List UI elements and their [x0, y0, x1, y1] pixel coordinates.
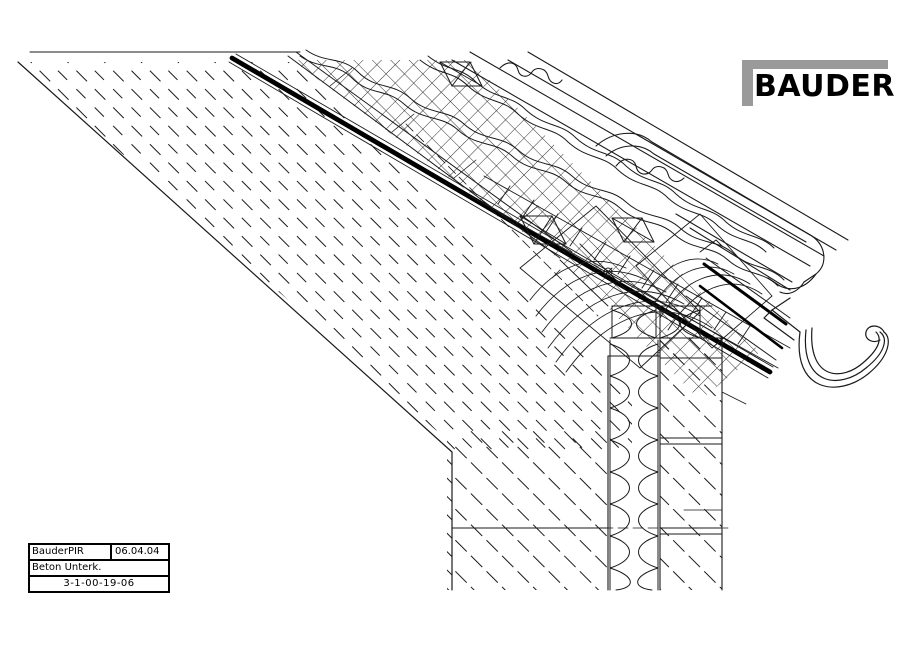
- underlay-membrane: [299, 49, 785, 287]
- half-round-gutter: [763, 297, 889, 388]
- mineral-wool-insulation: [609, 339, 659, 591]
- reference-lines: [405, 123, 729, 529]
- title-block-drawing-number: 3-1-00-19-06: [63, 578, 135, 589]
- eaves-drip-edge: [685, 239, 791, 361]
- tiling-batten-lower: [519, 215, 567, 245]
- logo-bracket-top-bar: [742, 60, 888, 69]
- logo-wordmark: BAUDER: [754, 69, 896, 104]
- masonry-wall: [659, 337, 723, 591]
- title-block-row-product: BauderPIR 06.04.04: [30, 545, 168, 561]
- bauder-logo: BAUDER: [742, 60, 896, 106]
- title-block-row-substrate: Beton Unterk.: [30, 561, 168, 577]
- head-insulation: [611, 305, 713, 339]
- fixing-screw: [603, 267, 613, 277]
- title-block-substrate: Beton Unterk.: [32, 562, 102, 573]
- drawing-geometry: [17, 49, 889, 591]
- logo-bracket-left-bar: [742, 60, 753, 106]
- eaves-timber-second: [635, 213, 773, 349]
- title-block-product: BauderPIR: [30, 545, 112, 559]
- title-block-date: 06.04.04: [115, 546, 160, 557]
- tiling-batten-upper: [439, 61, 483, 87]
- title-block: BauderPIR 06.04.04 Beton Unterk. 3-1-00-…: [28, 543, 170, 593]
- inner-wall-leaf: [451, 355, 609, 591]
- roof-tile-covering: [451, 51, 849, 295]
- counter-batten: [469, 175, 791, 369]
- leader-lines: [551, 269, 747, 511]
- eaves-insulation-return: [559, 243, 627, 307]
- title-block-row-number: 3-1-00-19-06: [30, 577, 168, 591]
